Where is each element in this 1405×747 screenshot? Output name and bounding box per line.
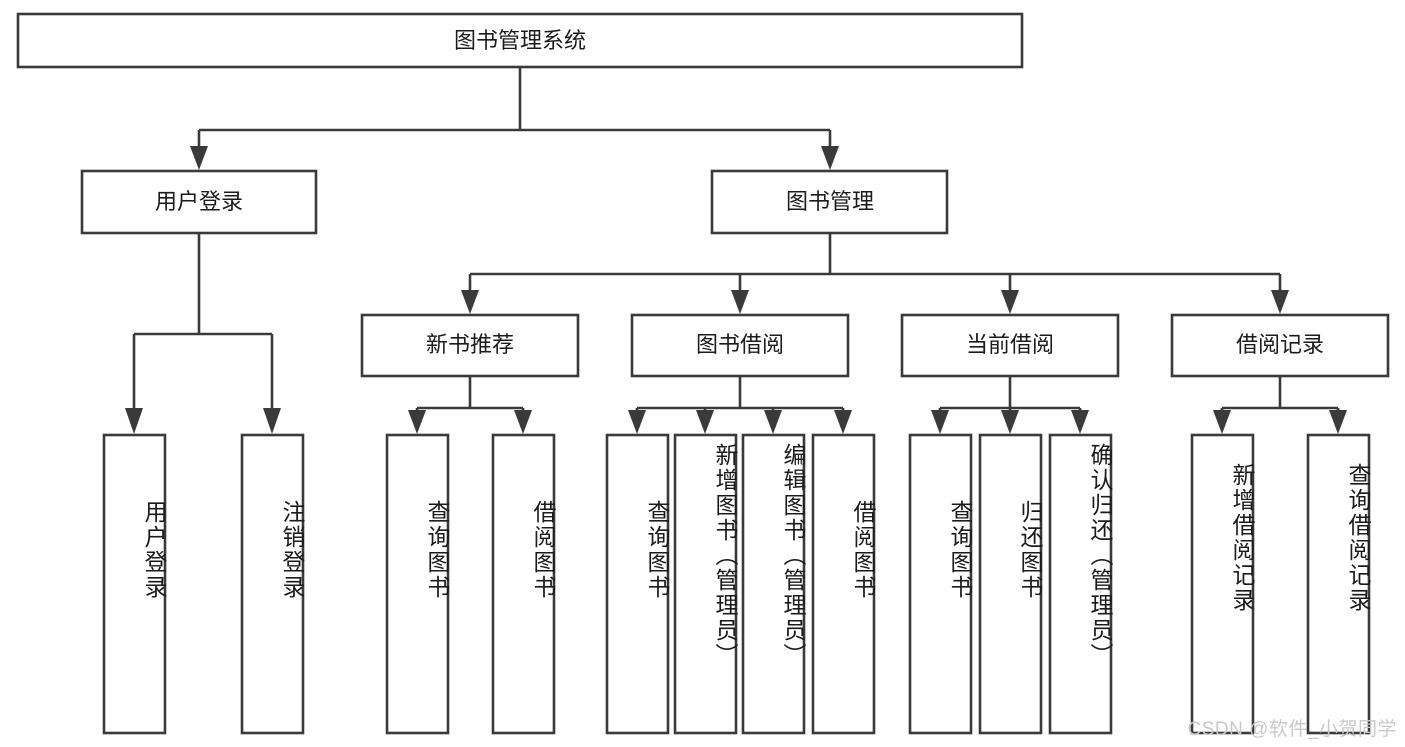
arrow-head-cb-leaf-2: [1001, 410, 1019, 434]
leaf-box-bb-edit-book[interactable]: [741, 433, 806, 735]
arrow-head-br-leaf-1: [1213, 410, 1231, 434]
arrow-head-leaf-user-login: [125, 408, 143, 434]
leaf-box-cb-query-book[interactable]: [908, 433, 973, 735]
leaf-box-bb-add-book[interactable]: [673, 433, 738, 735]
arrow-head-bb-leaf-3: [764, 410, 782, 434]
arrow-head-cb-leaf-1: [931, 410, 949, 434]
arrow-head-br-leaf-2: [1329, 410, 1347, 434]
leaf-box-br-add-record[interactable]: [1190, 433, 1255, 735]
node-current-borrow[interactable]: 当前借阅: [900, 313, 1120, 378]
node-borrow-record[interactable]: 借阅记录: [1170, 313, 1390, 378]
node-user-login-label: 用户登录: [155, 189, 243, 214]
node-book-management[interactable]: 图书管理: [710, 169, 949, 235]
leaf-box-user-login[interactable]: [102, 433, 167, 735]
arrow-head-nb-leaf-2: [514, 410, 532, 434]
arrow-head-book-borrow: [731, 290, 749, 314]
csdn-watermark: CSDN @软件_小贺同学: [1187, 719, 1397, 740]
node-book-borrow[interactable]: 图书借阅: [630, 313, 850, 378]
leaf-box-nb-borrow-book[interactable]: [491, 433, 556, 735]
arrow-head-borrow-record: [1271, 290, 1289, 314]
node-book-management-label: 图书管理: [786, 189, 874, 214]
arrow-head-current-borrow: [1001, 290, 1019, 314]
arrow-head-bb-leaf-1: [628, 410, 646, 434]
leaf-box-nb-query-book[interactable]: [385, 433, 450, 735]
arrow-head-new-book-recommend: [461, 290, 479, 314]
node-borrow-record-label: 借阅记录: [1236, 332, 1324, 357]
leaf-box-cb-return-book[interactable]: [978, 433, 1043, 735]
arrow-head-bb-leaf-2: [696, 410, 714, 434]
arrow-head-user-login: [190, 146, 208, 170]
arrow-head-bb-leaf-4: [834, 410, 852, 434]
connectors: [125, 67, 1347, 434]
arrow-head-book-mgmt: [821, 146, 839, 170]
node-user-login[interactable]: 用户登录: [80, 169, 318, 235]
node-root-system[interactable]: 图书管理系统: [16, 12, 1024, 69]
leaf-box-cb-confirm-return[interactable]: [1048, 433, 1113, 735]
arrow-head-cb-leaf-3: [1071, 410, 1089, 434]
node-current-borrow-label: 当前借阅: [966, 332, 1054, 357]
arrow-head-nb-leaf-1: [408, 410, 426, 434]
node-new-book-recommend[interactable]: 新书推荐: [360, 313, 580, 378]
leaf-box-logout[interactable]: [240, 433, 305, 735]
node-book-borrow-label: 图书借阅: [696, 332, 784, 357]
arrow-head-leaf-logout: [263, 408, 281, 434]
node-root-label: 图书管理系统: [454, 28, 586, 53]
leaf-box-br-query-record[interactable]: [1306, 433, 1371, 735]
node-new-book-recommend-label: 新书推荐: [426, 332, 514, 357]
leaf-box-bb-query-book[interactable]: [605, 433, 670, 735]
leaf-box-bb-borrow-book[interactable]: [811, 433, 876, 735]
